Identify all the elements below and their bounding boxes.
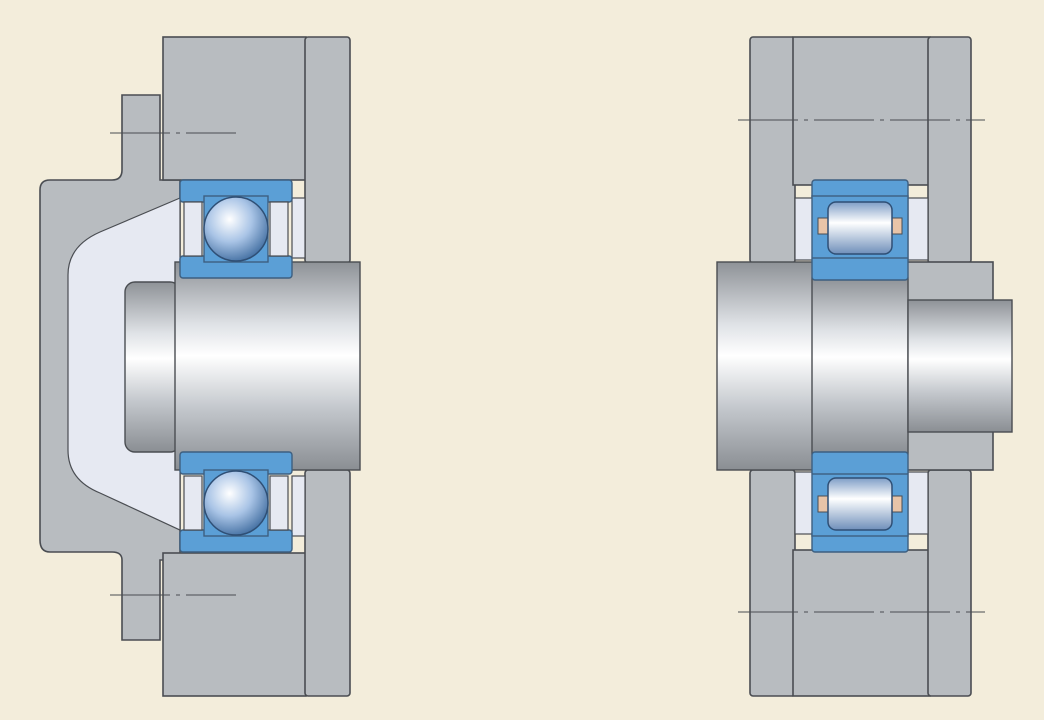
flange-top: [304, 36, 351, 264]
housing-bottom: [792, 549, 931, 697]
left-arrangement-deep-groove-ball-bearing: [39, 36, 361, 697]
housing-top: [162, 36, 307, 181]
shaft-journal: [124, 281, 181, 453]
shaft: [174, 261, 361, 471]
roller-bearing-top: [811, 179, 909, 281]
shaft-end: [907, 299, 1013, 433]
spacer-gap: [794, 471, 814, 535]
ball-bearing-bottom: [179, 451, 293, 553]
cover-bottom: [927, 469, 972, 697]
flange-bottom: [304, 469, 351, 697]
cover-top: [927, 36, 972, 264]
spacer-gap: [794, 197, 814, 261]
seal-space-bottom: [291, 475, 306, 537]
spacer-gap: [907, 197, 929, 261]
housing-left-bottom: [749, 469, 796, 697]
spacer-gap: [907, 471, 929, 535]
ball-bearing-top: [179, 179, 293, 279]
right-arrangement-cylindrical-roller-bearing: [716, 36, 1013, 697]
roller-bearing-bottom: [811, 451, 909, 553]
seal-space-top: [291, 197, 306, 259]
shaft-large: [716, 261, 814, 471]
housing-bottom: [162, 552, 307, 697]
housing-top: [792, 36, 931, 186]
housing-left-top: [749, 36, 796, 264]
shaft-seat: [811, 277, 909, 455]
